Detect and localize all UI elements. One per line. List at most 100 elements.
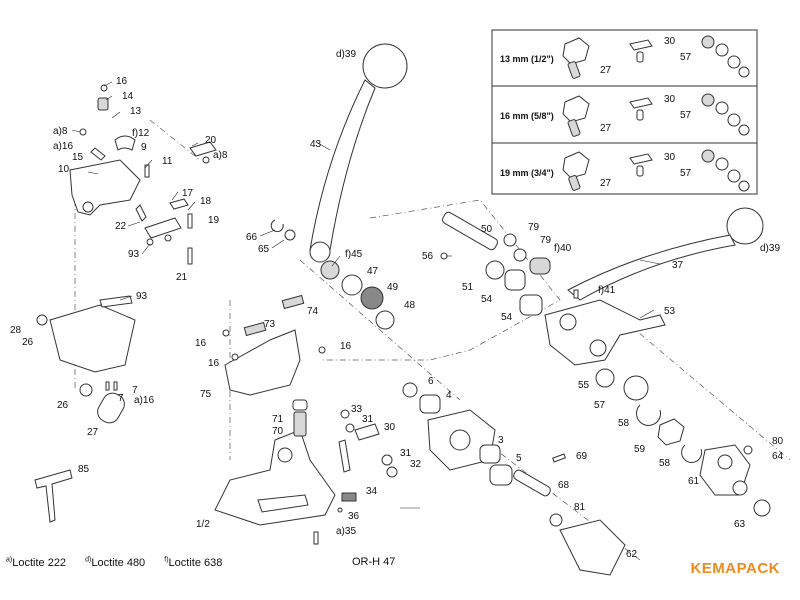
legend-item-f: f)Loctite 638 — [164, 556, 223, 569]
leader-lines — [71, 81, 661, 509]
lower-left-subassembly — [34, 295, 136, 523]
bearing-stack-45-48 — [320, 260, 395, 330]
label-13: 13 — [130, 106, 142, 117]
inset-row-1-parts — [562, 35, 750, 79]
label-16f: 16 — [340, 341, 352, 352]
label-45: f)45 — [345, 249, 363, 260]
brand-logo: KEMAPACK — [690, 560, 780, 577]
label-7a: 7 — [132, 385, 138, 396]
label-16e: 16 — [208, 358, 220, 369]
base-frame-1-2 — [214, 429, 336, 526]
inset-row-3-parts — [562, 149, 750, 192]
right-bushings — [485, 233, 579, 316]
label-14: 14 — [122, 91, 134, 102]
label-31a: 31 — [362, 414, 374, 425]
label-59: 59 — [634, 444, 646, 455]
legend-item-a: a)Loctite 222 — [6, 556, 67, 569]
inset-row-2-parts — [562, 93, 750, 137]
loctite-legend: a)Loctite 222 d)Loctite 480 f)Loctite 63… — [6, 556, 238, 569]
lever-handle-37 — [567, 207, 764, 301]
label-17: 17 — [182, 188, 194, 199]
label-22: 22 — [115, 221, 127, 232]
right-lower-parts — [595, 368, 771, 517]
label-19: 19 — [208, 215, 220, 226]
label-37: 37 — [672, 260, 684, 271]
spring-70-71 — [292, 399, 308, 437]
inset-label-57a: 57 — [680, 52, 692, 63]
inset-label-30c: 30 — [664, 152, 676, 163]
label-80: 80 — [772, 436, 784, 447]
label-93b: 93 — [136, 291, 148, 302]
inset-label-57c: 57 — [680, 168, 692, 179]
label-9: 9 — [141, 142, 147, 153]
part-number-labels: 16 14 13 f)12 a)8 a)16 9 15 20 a)8 11 10… — [10, 49, 784, 560]
label-7b: 7 — [118, 393, 124, 404]
label-35: a)35 — [336, 526, 356, 537]
label-16b: a)16 — [53, 141, 73, 152]
label-6: 6 — [428, 376, 434, 387]
label-43: 43 — [310, 139, 322, 150]
label-21: 21 — [176, 272, 188, 283]
label-65: 65 — [258, 244, 270, 255]
label-48: 48 — [404, 300, 416, 311]
cover-75 — [222, 294, 326, 396]
label-51: 51 — [462, 282, 474, 293]
label-75: 75 — [200, 389, 212, 400]
inset-label-27a: 27 — [600, 65, 612, 76]
inset-row-19mm: 19 mm (3/4") — [500, 168, 554, 178]
label-31b: 31 — [400, 448, 412, 459]
label-81: 81 — [574, 502, 586, 513]
label-50: 50 — [481, 224, 493, 235]
label-33: 33 — [351, 404, 363, 415]
label-16a: 16 — [116, 76, 128, 87]
label-16c: a)16 — [134, 395, 154, 406]
label-64: 64 — [772, 451, 784, 462]
label-56: 56 — [422, 251, 434, 262]
inset-row-13mm: 13 mm (1/2") — [500, 54, 554, 64]
label-3: 3 — [498, 435, 504, 446]
upper-left-subassembly — [69, 84, 217, 265]
label-54b: 54 — [501, 312, 513, 323]
label-93a: 93 — [128, 249, 140, 260]
label-10: 10 — [58, 164, 70, 175]
inset-row-16mm: 16 mm (5/8") — [500, 111, 554, 121]
lever-handle-43 — [270, 43, 408, 263]
label-5: 5 — [516, 453, 522, 464]
inset-label-27c: 27 — [600, 178, 612, 189]
inset-label-30b: 30 — [664, 94, 676, 105]
label-74: 74 — [307, 306, 319, 317]
label-71: 71 — [272, 414, 284, 425]
label-85: 85 — [78, 464, 90, 475]
label-32: 32 — [410, 459, 422, 470]
label-27a: 27 — [87, 427, 99, 438]
label-58b: 58 — [659, 458, 671, 469]
size-variant-inset: 13 mm (1/2") 16 mm (5/8") 19 mm (3/4") — [491, 29, 758, 195]
label-49: 49 — [387, 282, 399, 293]
label-69: 69 — [576, 451, 588, 462]
pawl-30-parts — [313, 409, 398, 545]
label-62: 62 — [626, 549, 638, 560]
label-8a: a)8 — [53, 126, 68, 137]
label-61: 61 — [688, 476, 700, 487]
label-68: 68 — [558, 480, 570, 491]
label-41: f)41 — [598, 285, 616, 296]
label-20: 20 — [205, 135, 217, 146]
label-18: 18 — [200, 196, 212, 207]
inset-label-27b: 27 — [600, 123, 612, 134]
label-57a: 57 — [594, 400, 606, 411]
label-12: f)12 — [132, 128, 150, 139]
label-4: 4 — [446, 390, 452, 401]
label-40: f)40 — [554, 243, 572, 254]
label-16d: 16 — [195, 338, 207, 349]
inset-label-57b: 57 — [680, 110, 692, 121]
label-53: 53 — [664, 306, 676, 317]
label-30a: 30 — [384, 422, 396, 433]
label-73: 73 — [264, 319, 276, 330]
legend-item-d: d)Loctite 480 — [85, 556, 146, 569]
label-79a: 79 — [528, 222, 540, 233]
label-63: 63 — [734, 519, 746, 530]
label-36: 36 — [348, 511, 360, 522]
label-34: 34 — [366, 486, 378, 497]
label-55: 55 — [578, 380, 590, 391]
label-1-2: 1/2 — [196, 519, 210, 530]
